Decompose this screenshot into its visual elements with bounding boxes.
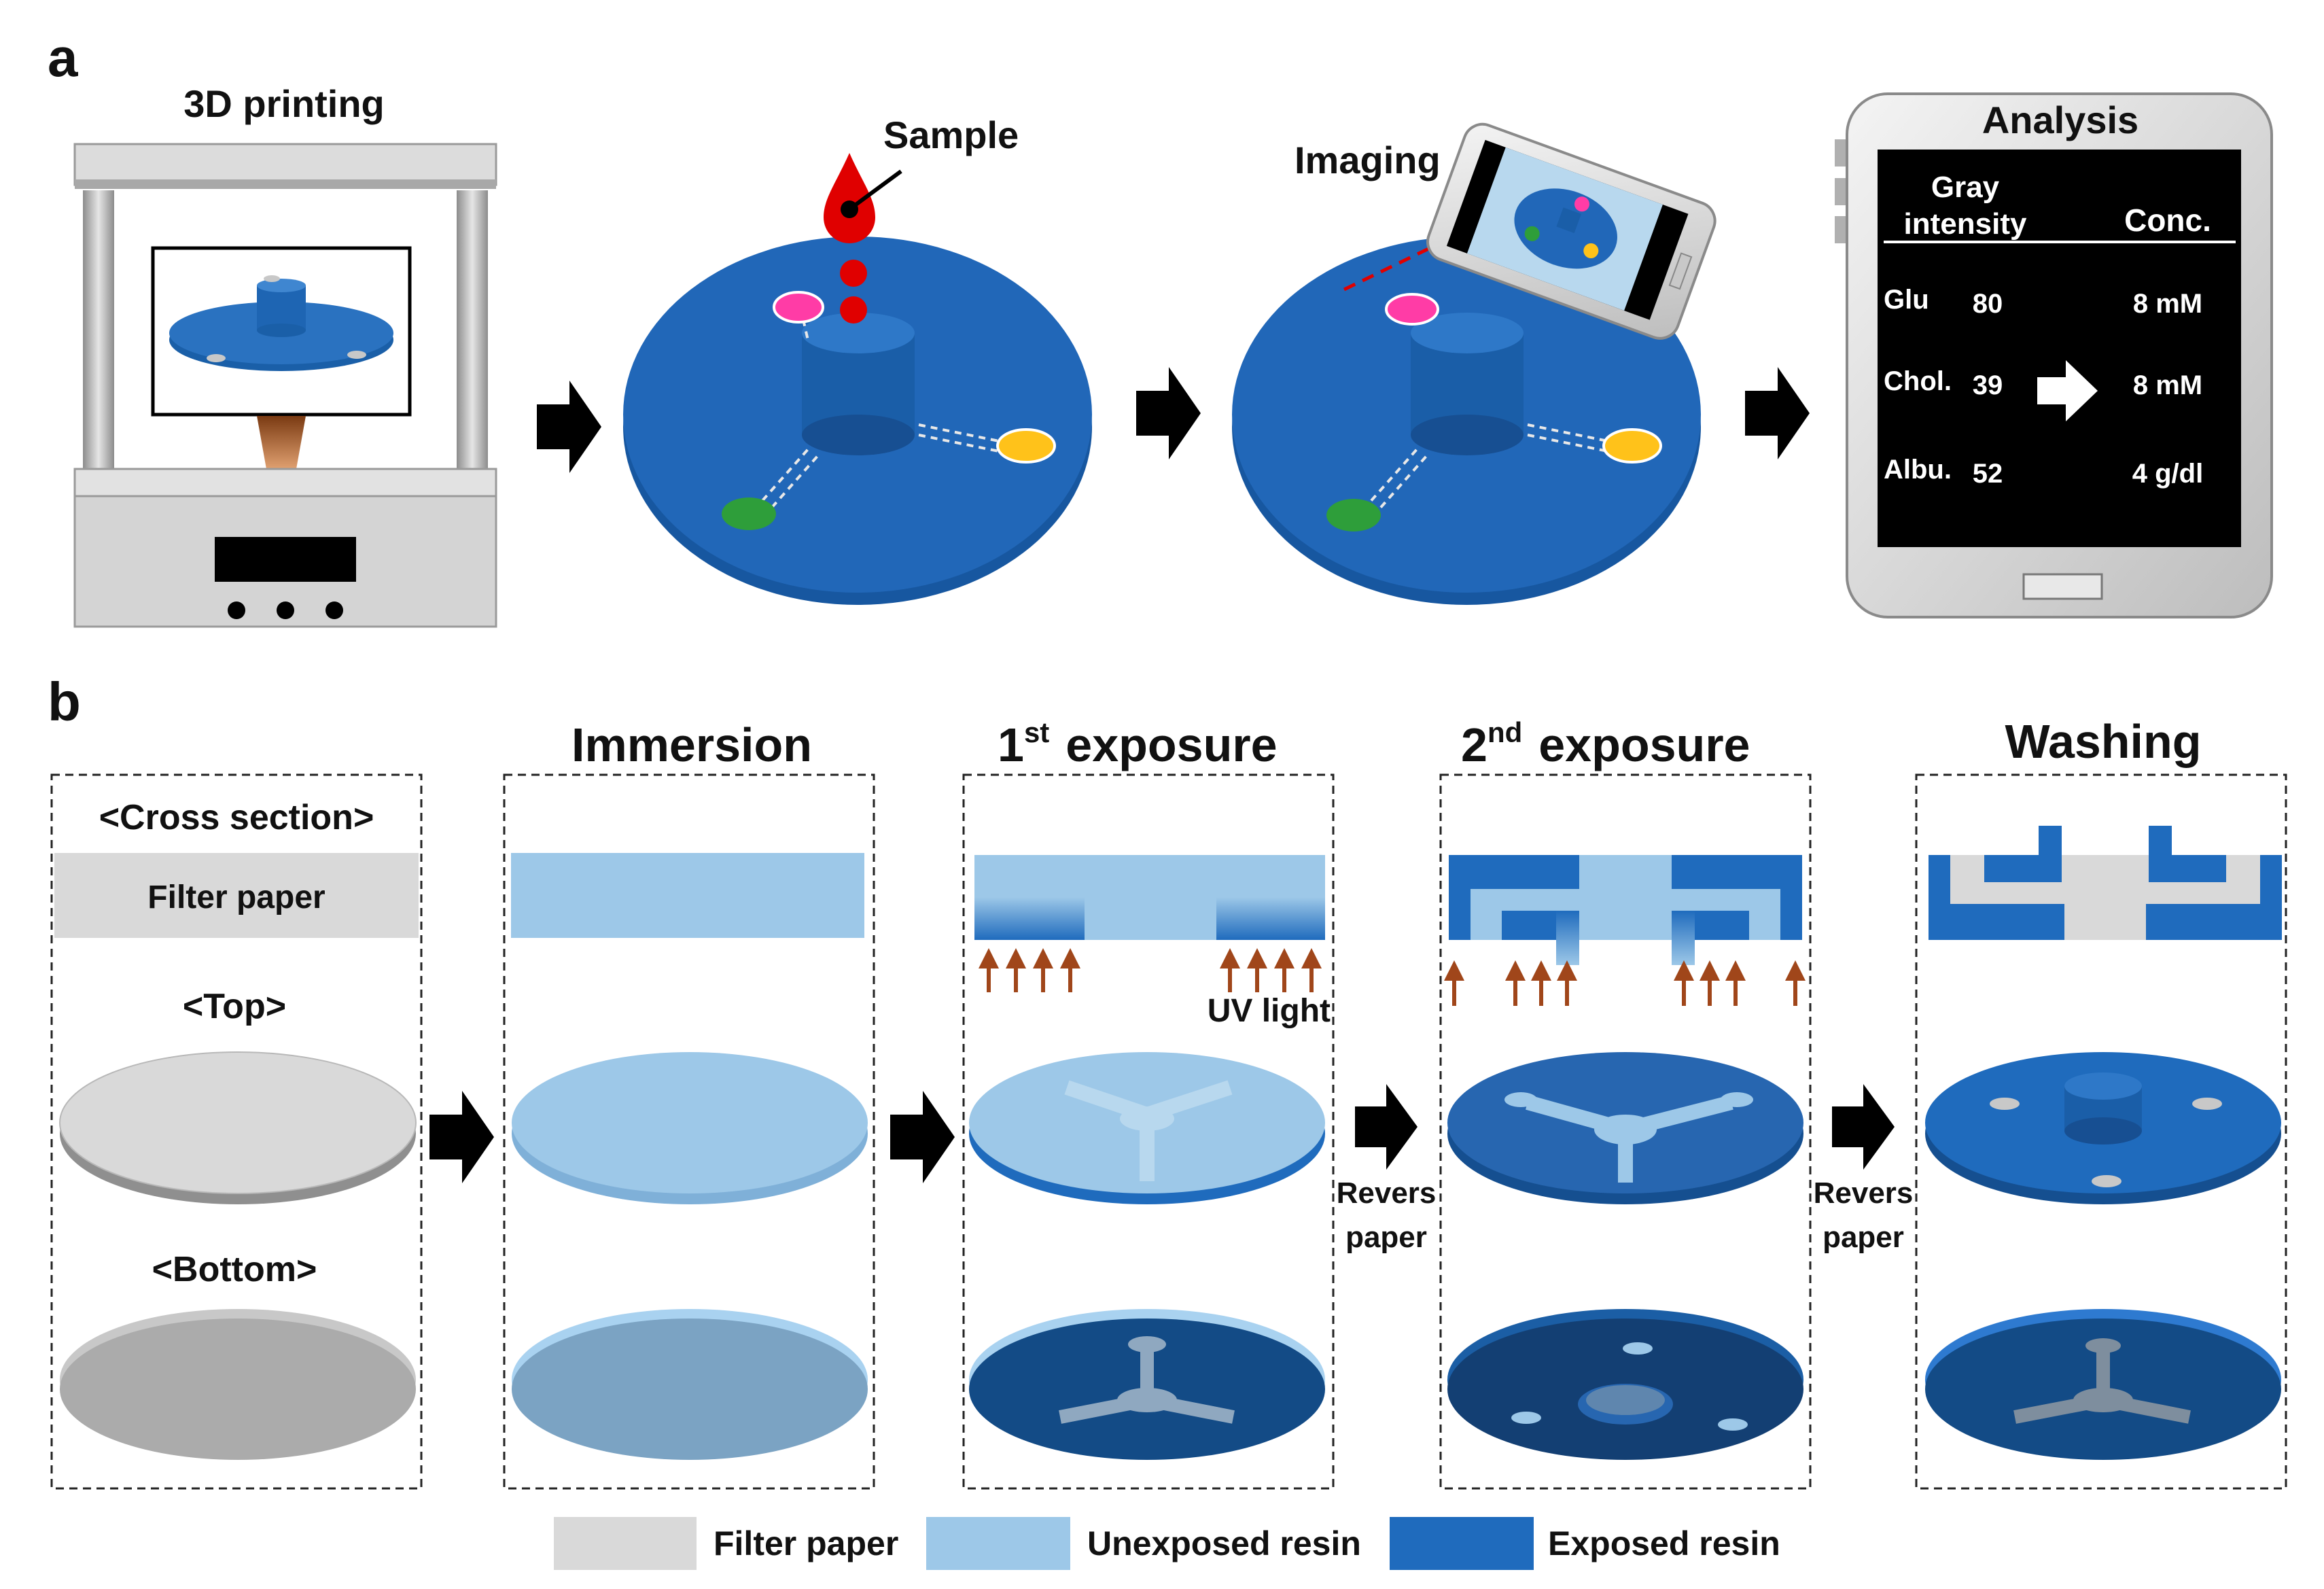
arrow-right-icon — [1745, 367, 1810, 459]
arrow-right-icon — [1136, 367, 1201, 459]
yellow-detection-zone — [1602, 428, 1662, 464]
reverse-paper-label-1a: Revers — [1337, 1176, 1437, 1210]
home-button[interactable] — [2022, 573, 2103, 600]
reverse-paper-label-2a: Revers — [1814, 1176, 1914, 1210]
arrow-right-icon — [537, 381, 601, 473]
analysis-title: Analysis — [1982, 99, 2138, 141]
panel-b-label: b — [48, 671, 81, 732]
washing-cross-section — [1929, 826, 2282, 940]
smartphone-icon — [1426, 122, 1716, 340]
gray-intensity-header-1: Gray — [1931, 171, 2000, 204]
legend-label-filter-paper: Filter paper — [714, 1524, 898, 1562]
reverse-paper-label-2b: paper — [1823, 1221, 1904, 1254]
uv-light-label: UV light — [1208, 993, 1331, 1029]
immersion-top-view — [512, 1052, 868, 1204]
column-box-immersion — [503, 773, 875, 1490]
exposure-2-bottom-view — [1447, 1309, 1803, 1460]
analysis-intensity-cell: 80 — [1973, 289, 2003, 319]
arrow-right-icon — [1355, 1084, 1418, 1170]
immersion-cross-section — [511, 853, 864, 938]
step-title-immersion: Immersion — [571, 718, 812, 771]
analysis-screen — [1878, 150, 2241, 547]
uv-light-arrows — [1444, 960, 1806, 1006]
arrow-right-icon — [1832, 1084, 1895, 1170]
uv-light-arrows — [979, 948, 1322, 992]
exposure-1-cross-section — [974, 855, 1325, 940]
analysis-conc-cell: 8 mM — [2133, 370, 2202, 400]
analysis-intensity-cell: 52 — [1973, 459, 2003, 489]
arrow-right-icon — [890, 1091, 955, 1183]
legend-label-unexposed-resin: Unexposed resin — [1087, 1524, 1361, 1562]
step-title-washing: Washing — [2005, 715, 2201, 768]
analysis-analyte-cell: Albu. — [1884, 455, 1952, 485]
arrow-right-icon — [429, 1091, 494, 1183]
legend-label-exposed-resin: Exposed resin — [1548, 1524, 1780, 1562]
green-detection-zone — [722, 497, 776, 530]
exposure-1-top-view — [969, 1052, 1325, 1204]
analysis-analyte-cell: Chol. — [1884, 366, 1952, 396]
printing-title: 3D printing — [183, 82, 385, 125]
legend: Filter paper Unexposed resin Exposed res… — [554, 1517, 1780, 1570]
filter-paper-cross-section — [54, 853, 419, 938]
yellow-detection-zone — [996, 428, 1056, 464]
washing-top-view — [1925, 1052, 2281, 1204]
3d-printer: 3D printing — [73, 82, 497, 628]
analysis-conc-cell: 8 mM — [2133, 289, 2202, 319]
panel-a-label: a — [48, 27, 78, 88]
legend-swatch-filter-paper — [554, 1517, 697, 1570]
sample-drop: Sample — [824, 114, 1019, 324]
bottom-view-filter-paper — [60, 1309, 416, 1460]
imaging-label: Imaging — [1295, 139, 1441, 181]
column-box-exposure-2 — [1439, 773, 1812, 1490]
exposure-1-bottom-view — [969, 1309, 1325, 1460]
column-box-washing — [1915, 773, 2287, 1490]
paper-device-imaging — [1232, 237, 1701, 605]
cross-section-label: <Cross section> — [99, 798, 374, 837]
column-box-exposure-1 — [962, 773, 1335, 1490]
paper-device-sample — [623, 237, 1092, 605]
immersion-bottom-view — [512, 1309, 868, 1460]
exposure-2-cross-section — [1449, 855, 1802, 965]
top-view-filter-paper — [59, 1051, 417, 1204]
legend-swatch-exposed-resin — [1390, 1517, 1534, 1570]
analysis-intensity-cell: 39 — [1973, 370, 2003, 400]
top-label: <Top> — [183, 987, 286, 1026]
analysis-tablet: Analysis Gray intensity Conc. Glu 80 8 mM C… — [1835, 92, 2273, 618]
gray-intensity-header-2: intensity — [1904, 207, 2027, 241]
filter-paper-cross-section-label: Filter paper — [147, 879, 325, 915]
column-box-labels — [50, 773, 423, 1490]
exposure-2-top-view — [1447, 1052, 1803, 1204]
legend-swatch-unexposed-resin — [926, 1517, 1070, 1570]
reverse-paper-label-1b: paper — [1345, 1221, 1427, 1254]
analysis-analyte-cell: Glu — [1884, 285, 1929, 315]
analysis-conc-cell: 4 g/dl — [2132, 459, 2203, 489]
arrow-right-icon — [2037, 360, 2098, 421]
washing-bottom-view — [1925, 1309, 2281, 1460]
green-detection-zone — [1326, 499, 1381, 531]
concentration-header: Conc. — [2124, 203, 2211, 238]
pink-detection-zone — [1385, 293, 1439, 326]
pink-detection-zone — [773, 291, 824, 324]
bottom-label: <Bottom> — [152, 1250, 317, 1289]
sample-label: Sample — [883, 114, 1019, 156]
